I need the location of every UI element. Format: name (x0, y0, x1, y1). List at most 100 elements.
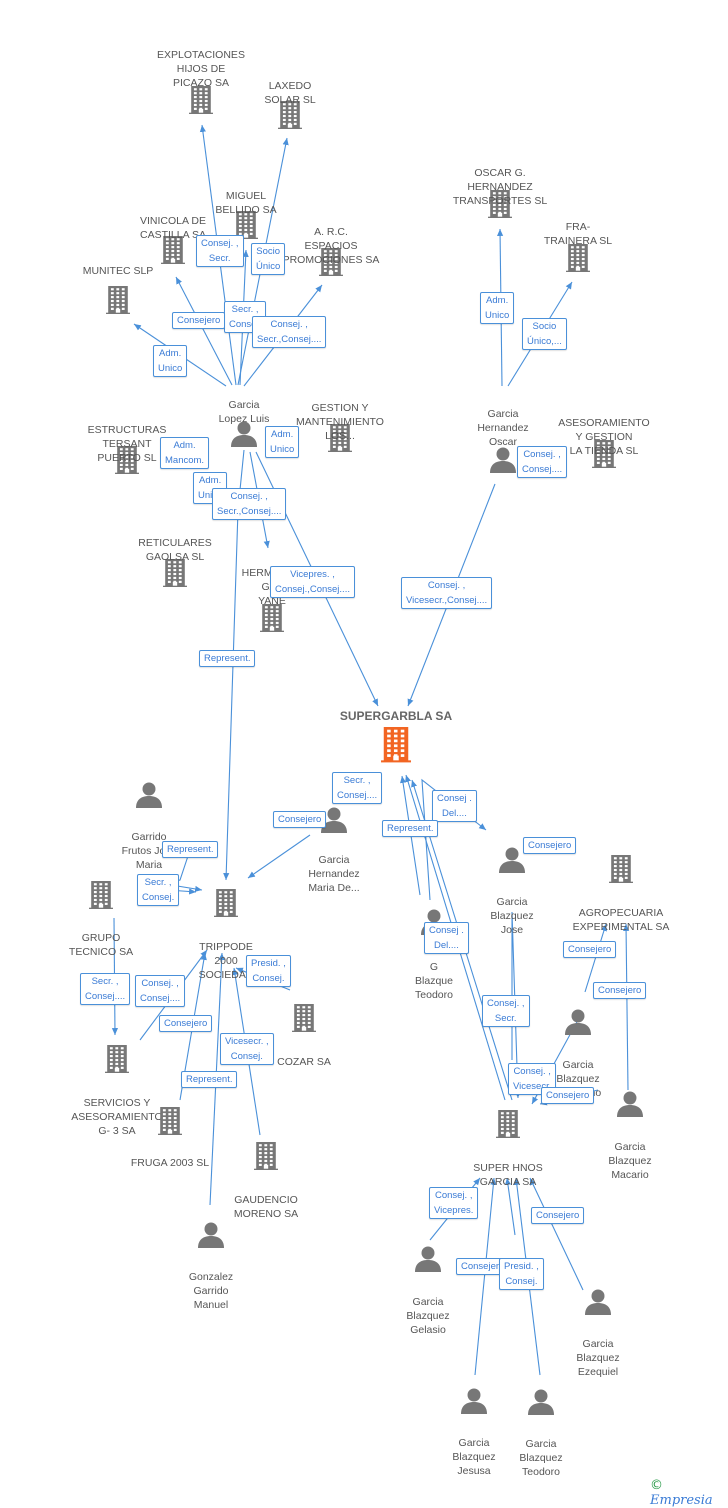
relation-label[interactable]: Secr. , Consej.... (332, 772, 383, 804)
relation-label[interactable]: Consejero (593, 982, 647, 999)
building-icon (488, 189, 512, 223)
node-label: OSCAR G. HERNANDEZ TRANSPORTES SL (452, 167, 548, 207)
person-icon (584, 1288, 612, 1321)
node-label: A. R.C. ESPACIOS PROMOCIONES SA (282, 226, 380, 266)
relation-label[interactable]: Consejero (172, 312, 226, 329)
person-icon (498, 846, 526, 879)
relation-edge (529, 1177, 584, 1291)
person-icon (414, 1245, 442, 1278)
building-icon (592, 439, 616, 473)
relation-label[interactable]: Adm. Unico (480, 292, 515, 324)
node-label: GESTION Y MANTENIMIENTO LOS... (296, 402, 384, 442)
node-label: ASESORAMIENTO Y GESTION LA TIENDA SL (558, 417, 650, 457)
building-icon (319, 247, 343, 281)
person-icon (460, 1387, 488, 1420)
node-label: FRUGA 2003 SL (130, 1157, 210, 1169)
building-icon (292, 1003, 316, 1037)
relation-label[interactable]: Vicesecr. , Consej. (220, 1033, 274, 1065)
relation-label[interactable]: Adm. Unico (153, 345, 188, 377)
relation-label[interactable]: Presid. , Consej. (246, 955, 291, 987)
building-icon (566, 243, 590, 277)
relation-label[interactable]: Consej . Del.... (424, 922, 469, 954)
relation-label[interactable]: Secr. , Consej. (224, 301, 267, 333)
person-icon (527, 1388, 555, 1421)
person-icon (489, 446, 517, 479)
node-label: Garcia Blazquez Gelasio (406, 1296, 450, 1336)
relation-label[interactable]: Consej. , Secr.,Consej.... (212, 488, 287, 520)
node-label: AGROPECUARIA EXPERIMENTAL SA (572, 907, 670, 933)
node-label: Garcia Blazquez Jose (490, 896, 534, 936)
relation-label[interactable]: Consejero (159, 1015, 213, 1032)
footer-brand: © Empresia (650, 1478, 728, 1508)
building-icon (161, 235, 185, 269)
node-label: Garcia Hernandez Maria De... (308, 854, 360, 894)
relation-label[interactable]: Represent. (162, 841, 219, 858)
building-icon (260, 603, 284, 637)
relation-label[interactable]: Presid. , Consej. (499, 1258, 544, 1290)
building-icon (189, 85, 213, 119)
relation-label[interactable]: Consej. , Vicesecr. (508, 1063, 557, 1095)
node-label: GAUDENCIO MORENO SA (233, 1194, 299, 1220)
node-label: MIGUEL BELLIDO SA (215, 190, 277, 216)
building-icon (214, 888, 238, 922)
building-icon (106, 285, 130, 319)
building-icon (158, 1106, 182, 1140)
relation-label[interactable]: Consejero (273, 811, 327, 828)
node-label: TRIPPODE 2000 SOCIEDAD (198, 941, 254, 981)
node-label: LAXEDO SOLAR SL (264, 80, 316, 106)
relation-label[interactable]: Represent. (181, 1071, 238, 1088)
relation-label[interactable]: Consejero (541, 1087, 595, 1104)
building-icon (496, 1109, 520, 1143)
relation-label[interactable]: Secr. , Consej.... (80, 973, 131, 1005)
relation-label[interactable]: Consej. , Secr. (196, 235, 244, 267)
relation-label[interactable]: Adm. Mancom. (160, 437, 210, 469)
relation-label[interactable]: Adm. Unico (265, 426, 300, 458)
relation-edge (175, 276, 233, 386)
relation-label[interactable]: Socio Único (251, 243, 286, 275)
node-label: SUPER HNOS GARCIA SA (473, 1162, 543, 1188)
person-icon (616, 1090, 644, 1123)
node-label: VINICOLA DE CASTILLA SA (140, 215, 206, 241)
node-label: EXPLOTACIONES HIJOS DE PICAZO SA (157, 49, 245, 89)
relation-label[interactable]: Socio Único,... (522, 318, 567, 350)
building-icon (163, 558, 187, 592)
building-icon (328, 423, 352, 457)
relation-edge (584, 923, 607, 993)
node-label: Garcia Lopez Luis (218, 399, 270, 425)
node-label: Garcia Hernandez Oscar (477, 408, 529, 448)
relation-edge (504, 1177, 516, 1236)
node-label: SUPERGARBLA SA (339, 709, 453, 723)
node-label: FRA- TRAINERA SL (543, 221, 613, 247)
relation-label[interactable]: Consejero (523, 837, 577, 854)
building-icon (115, 445, 139, 479)
relation-label[interactable]: Represent. (382, 820, 439, 837)
relation-label[interactable]: Consej. , Consej.... (517, 446, 568, 478)
person-icon (564, 1008, 592, 1041)
building-icon (381, 727, 411, 767)
node-label: SERVICIOS Y ASESORAMIENTO G- 3 SA (71, 1097, 163, 1137)
relation-label[interactable]: Consej. , Consej.... (135, 975, 186, 1007)
building-icon (609, 854, 633, 888)
person-icon (320, 806, 348, 839)
relation-label[interactable]: Secr. , Consej. (137, 874, 180, 906)
node-label: GRUPO TECNICO SA (68, 932, 134, 958)
relation-label[interactable]: Consej. , Vicepres. (429, 1187, 479, 1219)
relation-edge (247, 834, 311, 879)
relation-label[interactable]: Consej. , Secr. (482, 995, 530, 1027)
building-icon (89, 880, 113, 914)
relation-label[interactable]: Consej . Del.... (432, 790, 477, 822)
relation-label[interactable]: Represent. (199, 650, 256, 667)
relation-label[interactable]: Consej. , Secr.,Consej.... (252, 316, 327, 348)
relation-edge (474, 1177, 497, 1376)
building-icon (254, 1141, 278, 1175)
node-label: ESTRUCTURAS TERSANT PUERTO SL (87, 424, 167, 464)
relation-label[interactable]: Consej. , Vicesecr.,Consej.... (401, 577, 493, 609)
relation-edge (623, 923, 630, 1091)
node-label: Garcia Blazquez Macario (608, 1141, 652, 1181)
node-label: Garcia Blazquez Teodoro (519, 1438, 563, 1478)
copyright-icon: © (650, 1478, 663, 1493)
node-label: MUNITEC SLP (82, 265, 154, 277)
relation-label[interactable]: Consejero (563, 941, 617, 958)
relation-label[interactable]: Vicepres. , Consej.,Consej.... (270, 566, 355, 598)
relation-label[interactable]: Consejero (531, 1207, 585, 1224)
